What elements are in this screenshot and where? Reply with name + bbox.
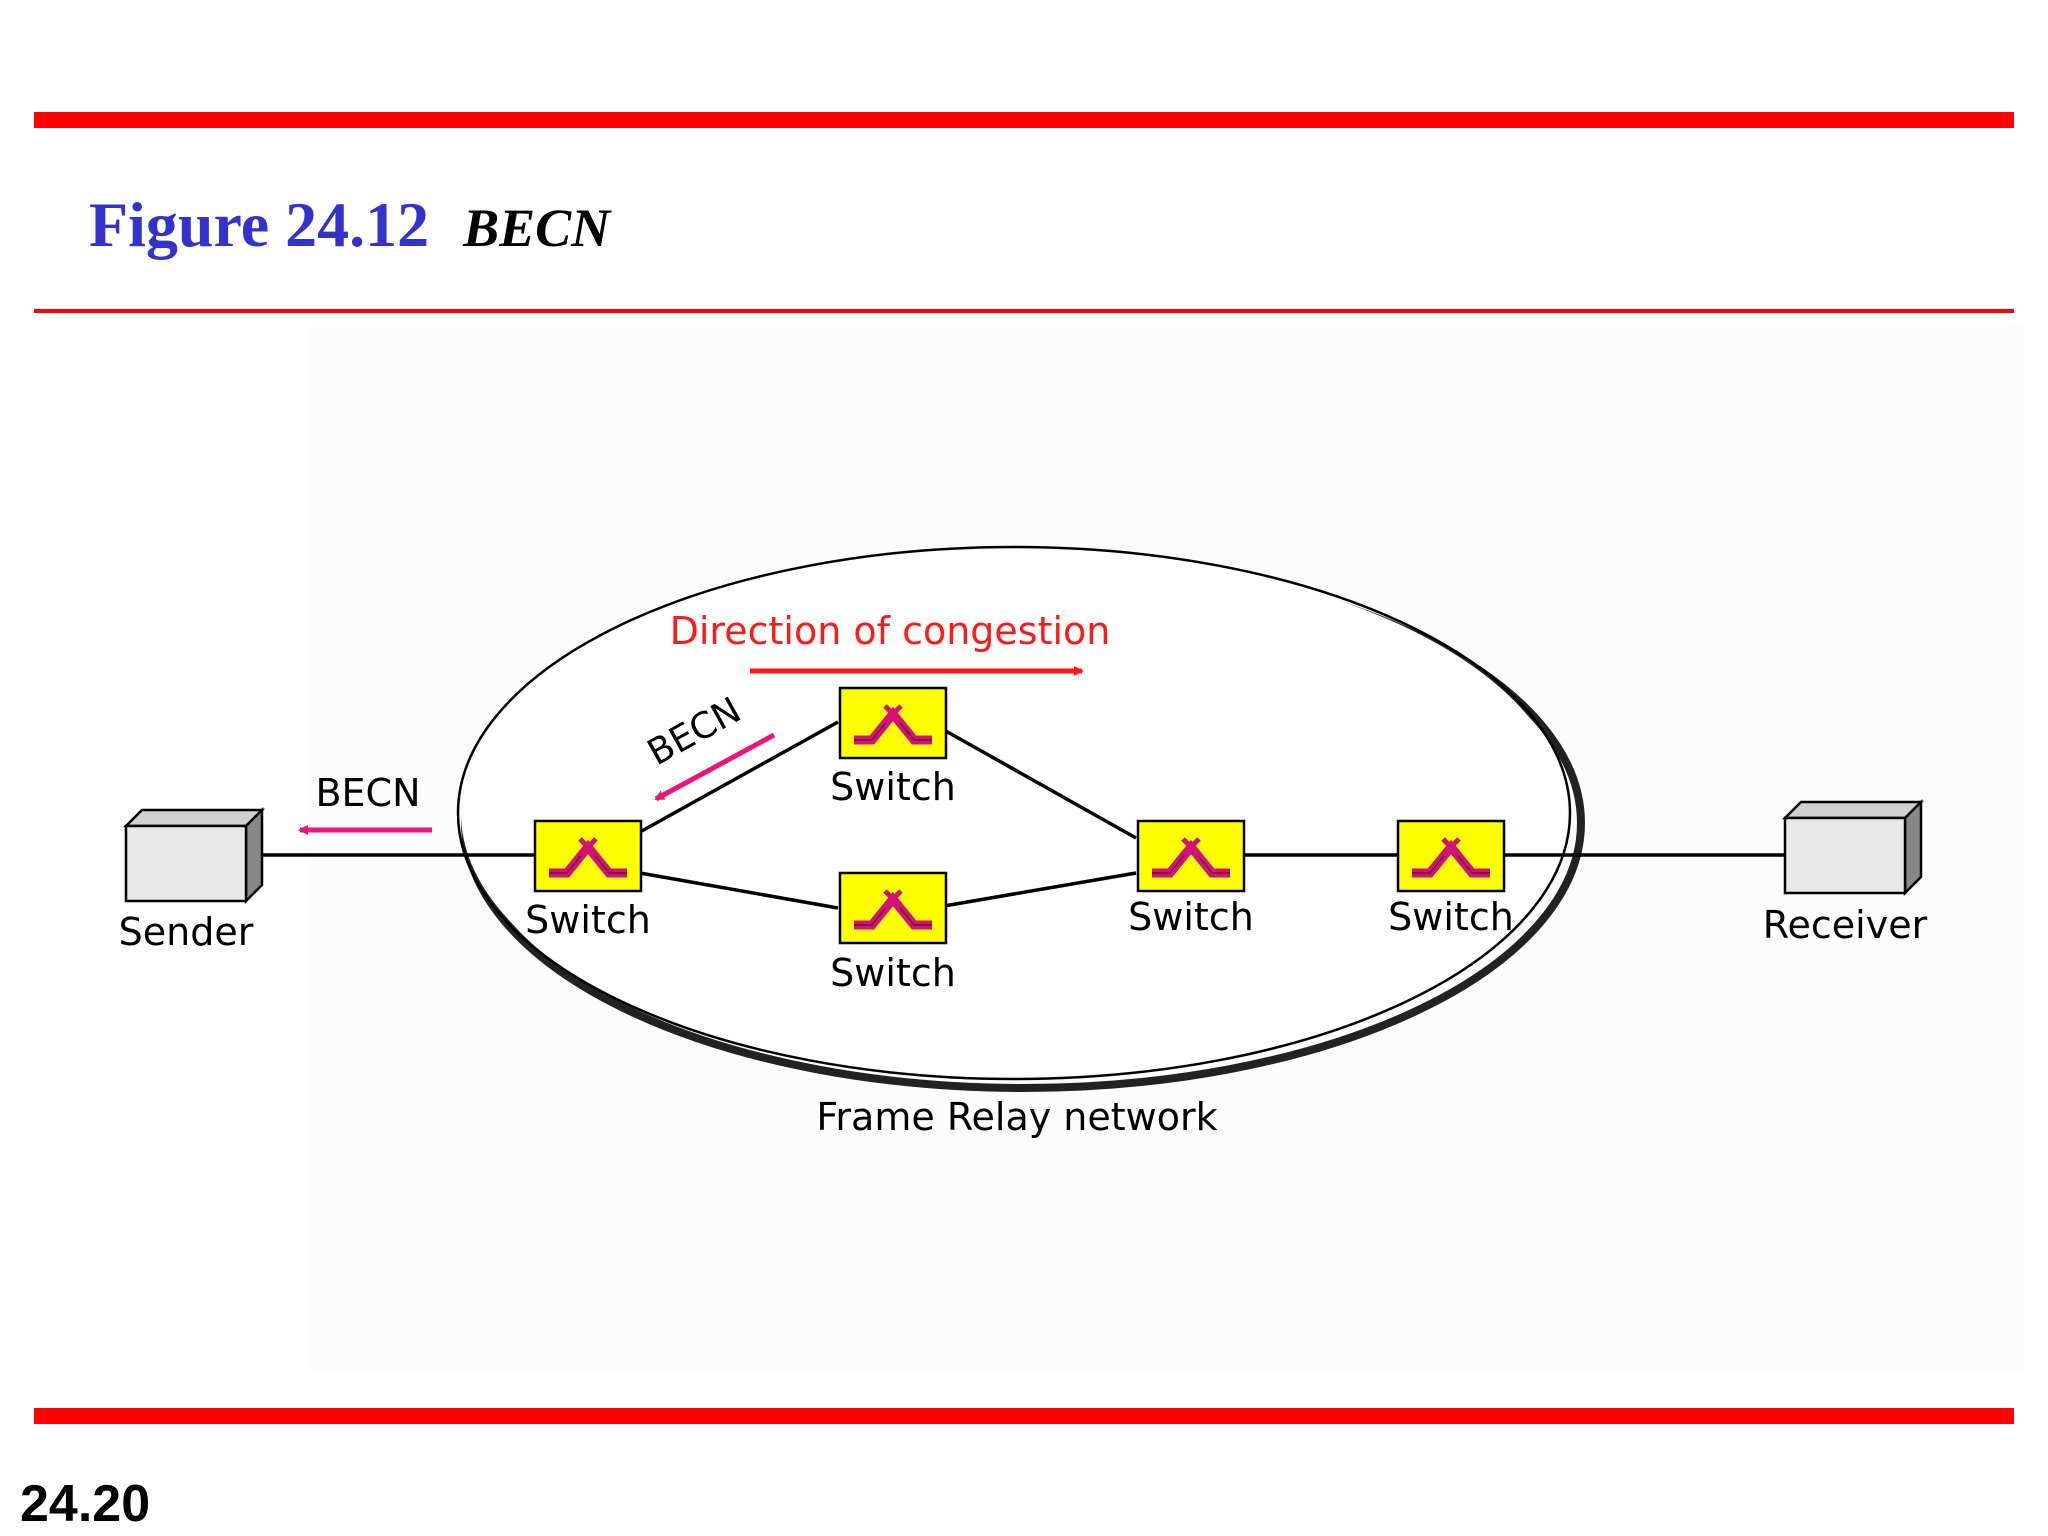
switch-bottom-label: Switch xyxy=(830,951,956,995)
switch-4-label: Switch xyxy=(1388,895,1514,939)
sender-label: Sender xyxy=(119,910,254,954)
slide-number: 24.20 xyxy=(20,1475,151,1533)
sender-computer-icon xyxy=(122,806,266,905)
link-switch-bottom-switch3 xyxy=(943,871,1137,908)
link-switch1-switch-bottom xyxy=(639,871,839,910)
switch-1-label: Switch xyxy=(525,898,651,942)
switch-top-label: Switch xyxy=(830,765,956,809)
switch-bottom-icon xyxy=(840,873,946,943)
network-ellipse xyxy=(456,545,1572,1081)
switch-3-label: Switch xyxy=(1128,895,1254,939)
becn-outer-label: BECN xyxy=(315,771,420,815)
switch-top-icon xyxy=(840,688,946,758)
figure-caption: BECN xyxy=(463,198,611,258)
becn-inner-arrow xyxy=(654,732,776,802)
title-underline-rule xyxy=(34,309,2014,313)
switch-1-icon xyxy=(535,821,641,891)
congestion-label: Direction of congestion xyxy=(670,609,1111,653)
receiver-computer-icon xyxy=(1781,798,1925,897)
link-switch-top-switch3 xyxy=(943,728,1137,840)
top-rule xyxy=(34,112,2014,128)
figure-title: Figure 24.12 BECN xyxy=(89,188,610,262)
link-switch1-switch-top xyxy=(639,720,839,834)
network-label: Frame Relay network xyxy=(816,1095,1217,1139)
switch-4-icon xyxy=(1398,821,1504,891)
network-links xyxy=(252,720,1785,910)
figure-number: Figure 24.12 xyxy=(89,189,430,260)
switch-3-icon xyxy=(1138,821,1244,891)
receiver-label: Receiver xyxy=(1763,903,1928,947)
bottom-rule xyxy=(34,1408,2014,1424)
